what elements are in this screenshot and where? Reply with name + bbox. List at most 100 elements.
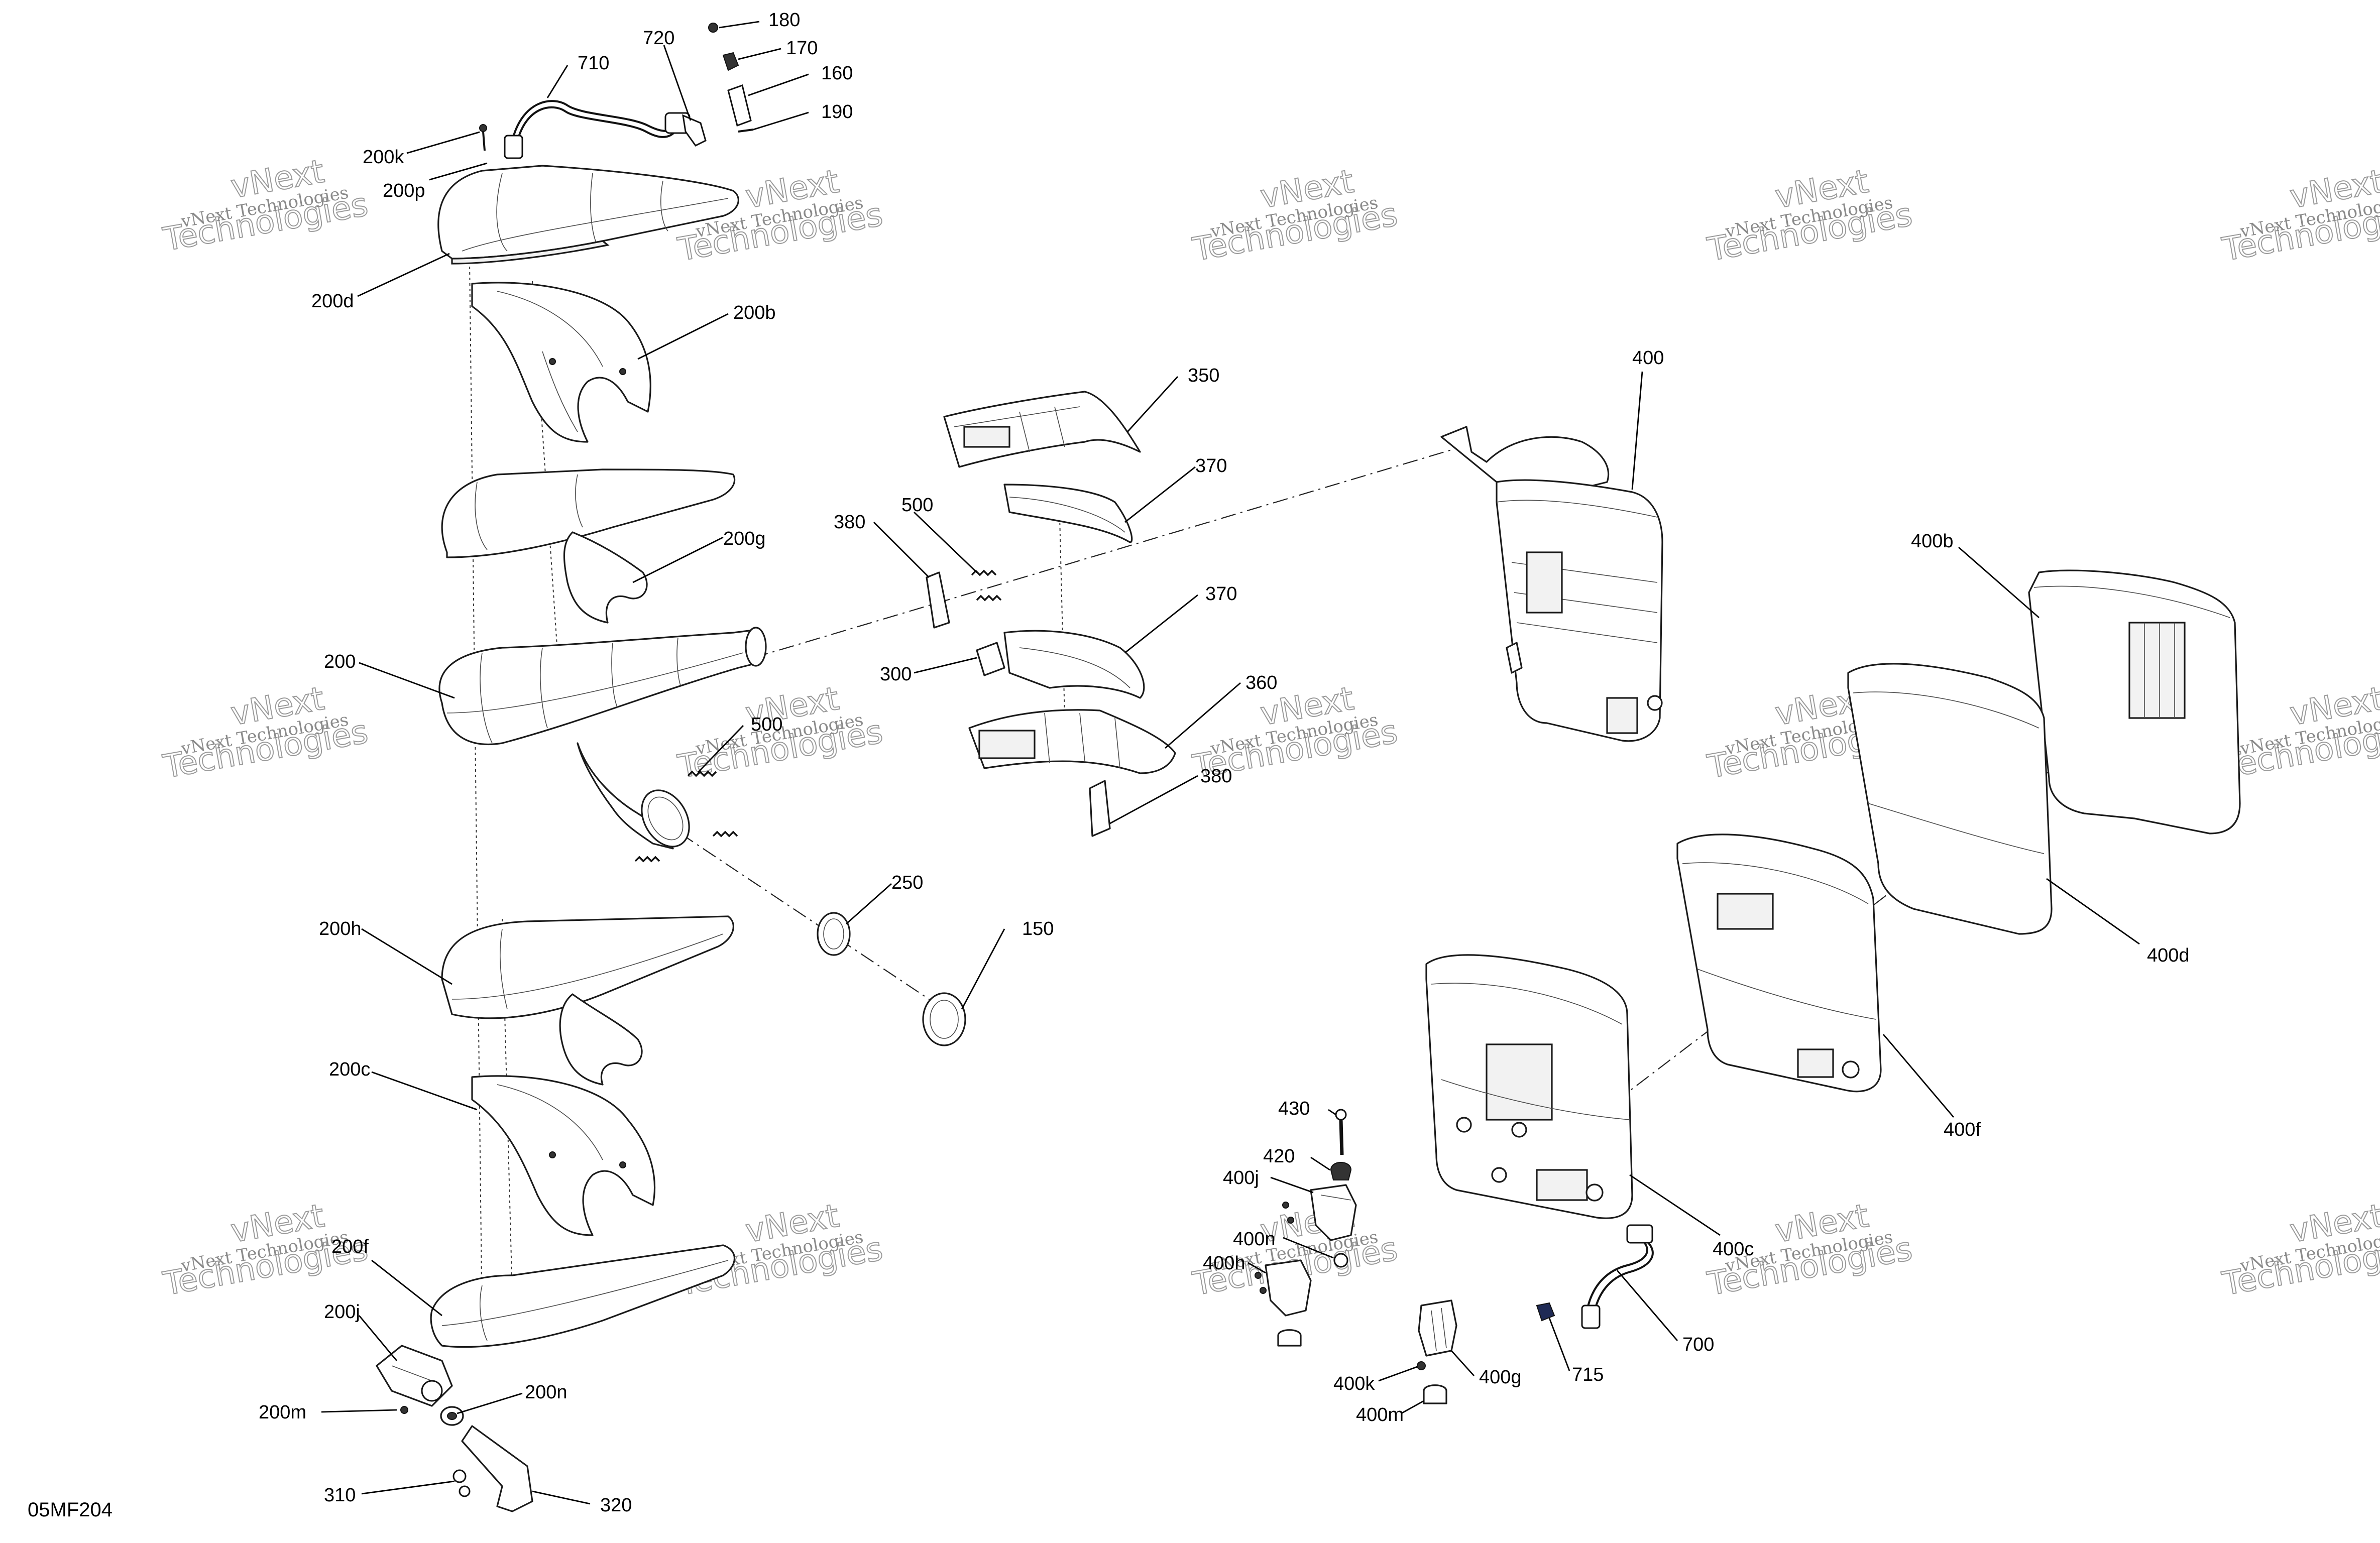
callout-labels: 180 170 720 710 160 190 200k 200p 200d 2… [259,10,2190,1516]
part-715-sensor-nut [1536,1302,1555,1322]
callout-200: 200 [324,651,356,672]
callout-200h: 200h [319,918,362,939]
part-250-gasket [817,912,851,956]
callout-370-lower: 370 [1205,583,1237,605]
part-370-deflector-lower [1003,630,1145,699]
part-400c-front-cover [1425,954,1633,1219]
callout-190: 190 [821,101,853,123]
watermark: vNext Technologies vNext Technologies [2219,163,2380,269]
part-180-nut [708,23,718,33]
part-380-shim-lower [1089,780,1111,837]
callout-180: 180 [768,10,800,31]
part-200j-bracket [376,1345,453,1407]
callout-400c: 400c [1713,1239,1754,1260]
callout-715: 715 [1572,1364,1604,1385]
part-400g-bracket [1418,1299,1457,1357]
callout-200c: 200c [329,1059,370,1080]
callout-250: 250 [891,872,923,893]
callout-350: 350 [1188,365,1219,386]
callout-420: 420 [1263,1146,1295,1167]
part-400k-screw [1417,1361,1426,1370]
watermark: vNext Technologies vNext Technologies [160,153,371,259]
part-400b-rear-cover [2028,569,2241,835]
part-400m-grommet [1423,1384,1447,1404]
callout-400b: 400b [1911,531,1954,552]
part-720-bracket-clip [682,114,707,147]
part-190-bolt [738,129,754,133]
callout-400g: 400g [1479,1367,1522,1388]
callout-400j: 400j [1223,1167,1259,1189]
part-200f-bottom-shield [430,1244,736,1348]
part-350-inlet-duct [943,391,1141,468]
axis-shield-stack-left [469,261,483,1326]
watermark: vNext Technologies vNext Technologies [1704,163,1915,269]
callout-170: 170 [786,38,818,59]
callout-200b: 200b [733,302,776,323]
part-200m-screw [400,1406,408,1414]
part-370-deflector-upper [1003,484,1133,543]
part-200n-grommet [440,1406,464,1426]
part-400n-screws [1282,1202,1348,1268]
callout-430: 430 [1278,1098,1310,1119]
part-150-gasket [922,992,966,1046]
watermark: vNext Technologies vNext Technologies [2219,1197,2380,1303]
part-400h-bracket [1255,1259,1312,1347]
part-700-sensor [1581,1224,1654,1329]
part-360-inlet-duct-lower [968,709,1176,774]
callout-320: 320 [600,1495,632,1516]
part-310-nut [452,1469,471,1497]
callout-300: 300 [880,664,912,685]
part-400d-shell [1847,663,2053,935]
callout-200n: 200n [525,1382,568,1403]
callout-200d: 200d [311,291,354,312]
callout-400h: 400h [1203,1253,1245,1274]
part-430-bolt [1335,1109,1347,1155]
axis-pipe-outlet [657,818,945,1010]
part-400-muffler [1440,426,1663,742]
callout-500-lower: 500 [751,714,782,735]
part-400j-bracket [1310,1184,1357,1241]
leader-lines [321,21,2140,1505]
callout-200g: 200g [723,528,766,549]
axis-pipe-to-muffler [753,446,1462,659]
part-380-shim-upper [926,571,950,629]
callout-380-lower: 380 [1200,766,1232,787]
part-710-sensor-cable [504,100,691,159]
diagram-code: 05MF204 [28,1499,112,1521]
callout-400k: 400k [1333,1373,1375,1394]
callout-400f: 400f [1944,1119,1981,1140]
callout-200j: 200j [324,1301,360,1323]
callout-380-upper: 380 [834,512,865,533]
part-170-clip [722,52,739,71]
callout-400n: 400n [1233,1229,1276,1250]
callout-200p: 200p [383,180,425,201]
part-300-block [976,642,1005,676]
callout-700: 700 [1682,1334,1714,1355]
axis-inlet-stack [1059,517,1065,719]
callout-360: 360 [1245,672,1277,693]
part-200g-mid-shield [441,468,736,624]
callout-160: 160 [821,63,853,84]
part-320-support [461,1425,533,1512]
callout-370-upper: 370 [1195,455,1227,477]
watermark: vNext Technologies vNext Technologies [1189,163,1401,269]
callout-720: 720 [643,28,674,49]
callout-310: 310 [324,1485,356,1506]
watermark: vNext Technologies vNext Technologies [160,680,371,786]
part-420-grommet [1330,1162,1352,1180]
callout-200f: 200f [331,1236,369,1257]
part-200d-upper-heat-shield [437,165,739,265]
callout-400m: 400m [1356,1404,1404,1426]
callout-400: 400 [1632,347,1664,369]
callout-150: 150 [1022,918,1054,939]
part-400f-shell [1676,834,1882,1093]
part-200c-elbow-shield-lower [471,1075,656,1236]
watermark: vNext Technologies vNext Technologies [674,1197,886,1303]
callout-500-upper: 500 [901,495,933,516]
callout-200m: 200m [259,1402,306,1423]
part-200h-lower-heat-shield [441,915,734,1086]
part-500-springs-lower [634,770,738,863]
part-200k-screw [479,124,487,151]
part-200-expansion-pipe [438,627,767,850]
